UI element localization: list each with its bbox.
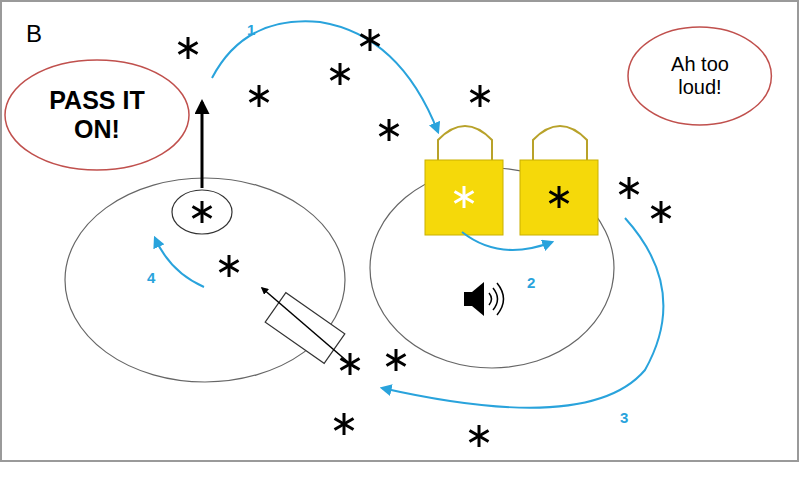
process-arrow [212,21,438,132]
callout-number: 1 [247,22,255,37]
molecules [179,29,671,447]
process-arrow [382,218,663,408]
bound-molecule [455,186,474,208]
bound-molecule [550,186,569,208]
speech-bubble: PASS IT ON! [4,59,190,171]
process-arrow [155,238,204,287]
molecule [193,201,212,223]
receptor [265,293,345,364]
receptor-lock [425,126,503,235]
callout-number: 3 [620,410,628,425]
receptor-lock [520,126,598,235]
callout-number: 4 [147,270,155,285]
uptake-arrow [262,288,355,368]
panel-border [1,1,798,461]
callout-number: 2 [527,275,535,290]
bubble-text: PASS IT ON! [37,86,157,144]
vesicle [172,190,232,234]
signalling-cell [65,178,345,382]
panel-letter: B [26,22,42,46]
speech-bubble: Ah too loud! [627,26,772,126]
process-arrow [462,232,552,250]
secretion-arrow [201,102,204,188]
speaker-icon [464,282,504,316]
bubble-text: Ah too loud! [654,53,746,99]
